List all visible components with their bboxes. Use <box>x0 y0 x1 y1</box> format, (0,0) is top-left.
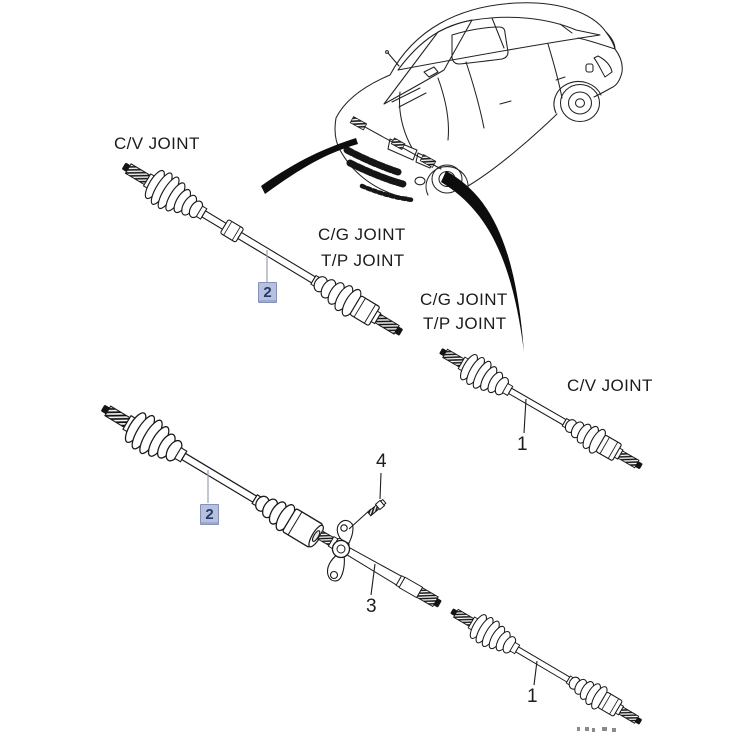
car-body-outline <box>335 2 623 119</box>
label-cg-joint-right: C/G JOINT <box>420 290 508 309</box>
callout-3[interactable]: 3 <box>366 596 377 617</box>
leader-lines <box>348 398 538 686</box>
halfshaft-1-right <box>439 348 643 469</box>
support-bracket <box>326 519 354 582</box>
halfshaft-2-lower <box>101 405 324 548</box>
callout-1-upper[interactable]: 1 <box>517 434 528 455</box>
cropped-text-remnant <box>577 727 616 732</box>
label-tp-joint-upper: T/P JOINT <box>321 251 405 270</box>
leader-item3 <box>370 563 376 596</box>
label-cv-joint-upper-left: C/V JOINT <box>114 134 200 153</box>
highlight-leaders <box>207 250 268 503</box>
location-arrow-upper <box>261 138 358 194</box>
label-cv-joint-right: C/V JOINT <box>567 376 653 395</box>
axle-in-car-indicator <box>349 116 442 170</box>
halfshaft-2-upper <box>122 162 403 336</box>
leader-item1-lower <box>533 660 538 686</box>
label-cg-joint-upper: C/G JOINT <box>318 225 406 244</box>
callout-4[interactable]: 4 <box>376 451 387 472</box>
bracket-bolt <box>367 498 387 517</box>
callout-2-lower[interactable]: 2 <box>200 504 219 525</box>
leader-bracket-to-bolt <box>348 508 372 530</box>
leader-item4 <box>379 472 382 500</box>
support-bracket-hub <box>331 539 351 559</box>
halfshaft-1-lower <box>450 608 642 725</box>
callout-2-upper[interactable]: 2 <box>258 282 277 303</box>
leader-item1-upper <box>523 398 527 434</box>
location-arrow-lower <box>441 171 524 352</box>
car-illustration <box>334 2 623 203</box>
label-tp-joint-right: T/P JOINT <box>423 314 507 333</box>
callout-1-lower[interactable]: 1 <box>527 686 538 707</box>
